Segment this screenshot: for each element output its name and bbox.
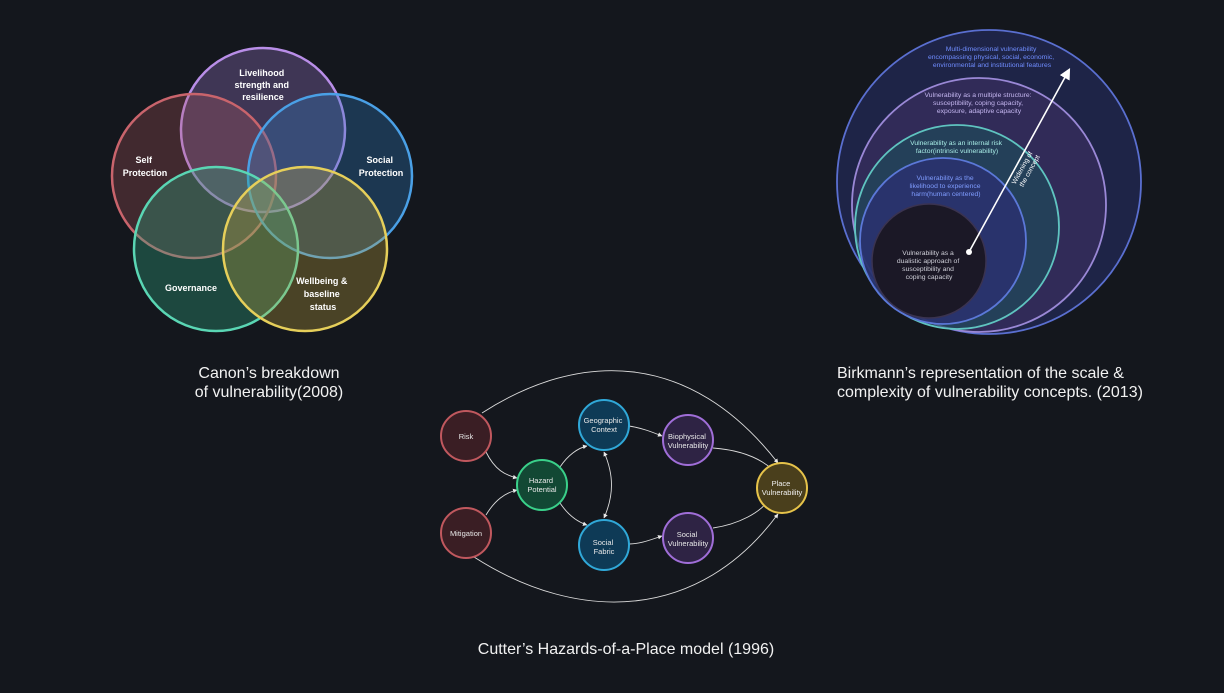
edge-hazard-to-socfab bbox=[559, 502, 588, 526]
edge-mitigation-to-place bbox=[473, 513, 779, 603]
canon-caption: Canon’s breakdown of vulnerability(2008) bbox=[170, 364, 368, 402]
svg-text:Mitigation: Mitigation bbox=[450, 529, 482, 538]
edge-mitigation-to-hazard bbox=[485, 488, 518, 516]
venn-label-wellbeing: Wellbeing & baseline status bbox=[296, 276, 350, 312]
svg-text:Social Vulnerability: Social Vulnerability bbox=[668, 530, 709, 548]
birkmann-caption: Birkmann’s representation of the scale &… bbox=[837, 364, 1217, 402]
birkmann-circle-dualistic bbox=[871, 203, 987, 319]
cutter-node-risk: Risk bbox=[440, 410, 492, 462]
cutter-node-social-fabric: Social Fabric bbox=[578, 519, 630, 571]
edge-geo-to-socfab bbox=[603, 451, 612, 519]
birkmann-caption-line-2: complexity of vulnerability concepts. (2… bbox=[837, 384, 1143, 401]
venn-circle-self-protection bbox=[110, 92, 278, 260]
svg-text:Geographic Context: Geographic Context bbox=[584, 416, 625, 434]
edge-bio-to-place bbox=[712, 447, 774, 471]
cutter-node-hazard-potential: Hazard Potential bbox=[516, 459, 568, 511]
cutter-edges bbox=[473, 370, 779, 603]
cutter-node-mitigation: Mitigation bbox=[440, 507, 492, 559]
svg-text:Hazard Potential: Hazard Potential bbox=[527, 476, 557, 494]
cutter-node-social-vulnerability: Social Vulnerability bbox=[662, 512, 714, 564]
venn-label-livelihood: Livelihood strength and resilience bbox=[234, 68, 291, 102]
birkmann-nested-diagram: Multi-dimensional vulnerability encompas… bbox=[836, 29, 1142, 335]
edge-risk-to-hazard bbox=[485, 451, 518, 480]
cutter-node-place-vulnerability: Place Vulnerability bbox=[756, 462, 808, 514]
svg-text:Risk: Risk bbox=[459, 432, 474, 441]
cutter-caption-line-1: Cutter’s Hazards-of-a-Place model (1996) bbox=[477, 641, 775, 658]
venn-circle-wellbeing bbox=[221, 165, 389, 333]
svg-text:Social Fabric: Social Fabric bbox=[593, 538, 616, 556]
venn-label-governance: Governance bbox=[165, 283, 217, 293]
edge-hazard-to-geo bbox=[559, 444, 588, 468]
venn-circle-social-protection bbox=[246, 92, 414, 260]
venn-label-self-protection: Self Protection bbox=[123, 155, 168, 178]
canon-caption-line-1: Canon’s breakdown bbox=[198, 365, 340, 382]
edge-risk-to-place bbox=[481, 370, 779, 464]
edge-socvul-to-place bbox=[712, 500, 769, 529]
edge-geo-to-bio bbox=[628, 425, 663, 437]
birkmann-caption-line-1: Birkmann’s representation of the scale & bbox=[837, 365, 1124, 382]
widening-arrow-origin-dot bbox=[966, 249, 972, 255]
svg-text:Biophysical Vulnerab: Biophysical Vulnerability bbox=[668, 432, 709, 450]
canon-venn-diagram: Livelihood strength and resilience Self … bbox=[110, 46, 414, 333]
venn-label-social-protection: Social Protection bbox=[359, 155, 404, 178]
cutter-network-diagram: Risk Mitigation Hazard Potential Geograp… bbox=[440, 370, 808, 603]
venn-circle-governance bbox=[132, 165, 300, 333]
edge-socfab-to-socvul bbox=[628, 535, 663, 545]
widening-arrow bbox=[968, 68, 1071, 253]
birkmann-label-likelihood: Vulnerability as the likelihood to exper… bbox=[910, 175, 983, 198]
birkmann-label-dualistic: Vulnerability as a dualistic approach of… bbox=[897, 250, 961, 281]
birkmann-label-internal-risk: Vulnerability as an internal risk factor… bbox=[910, 140, 1004, 155]
svg-text:Place Vulnerability: Place Vulnerability bbox=[762, 479, 803, 497]
canon-caption-line-2: of vulnerability(2008) bbox=[194, 384, 344, 401]
birkmann-label-multi-dimensional: Multi-dimensional vulnerability encompas… bbox=[928, 46, 1056, 69]
cutter-caption: Cutter’s Hazards-of-a-Place model (1996) bbox=[440, 640, 812, 659]
birkmann-label-multiple-structure: Vulnerability as a multiple structure: s… bbox=[925, 92, 1034, 115]
cutter-node-biophysical-vulnerability: Biophysical Vulnerability bbox=[662, 414, 714, 466]
cutter-node-geographic-context: Geographic Context bbox=[578, 399, 630, 451]
